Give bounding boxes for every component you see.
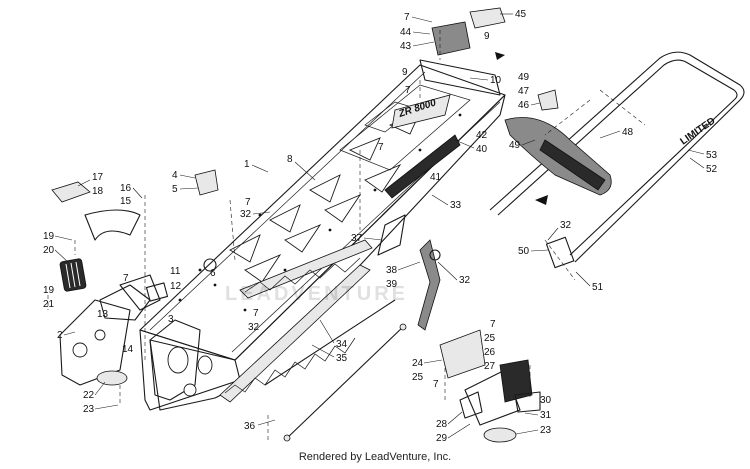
callout-29: 29: [436, 433, 448, 444]
callout-3: 3: [168, 314, 174, 325]
snow-flap: [504, 89, 612, 196]
callout-44: 44: [400, 27, 412, 38]
callout-22: 22: [83, 390, 95, 401]
callout-51: 51: [592, 282, 604, 293]
callout-48: 48: [622, 127, 634, 138]
callout-12: 12: [170, 281, 182, 292]
direction-arrows: [495, 52, 548, 205]
callout-18: 18: [92, 186, 104, 197]
callout-46: 46: [518, 100, 530, 111]
callout-23-a: 23: [83, 404, 95, 415]
callout-35: 35: [336, 353, 348, 364]
callout-10: 10: [490, 75, 502, 86]
callout-53: 53: [706, 150, 718, 161]
callout-23-b: 23: [540, 425, 552, 436]
callout-50: 50: [518, 246, 530, 257]
callout-13: 13: [97, 309, 109, 320]
callout-30: 30: [540, 395, 552, 406]
callout-19-a: 19: [43, 231, 55, 242]
callout-15: 15: [120, 196, 132, 207]
right-side-rail: [377, 214, 441, 331]
callout-11: 11: [170, 266, 181, 277]
callout-45: 45: [515, 9, 527, 20]
callout-27: 27: [484, 361, 496, 372]
callout-17: 17: [92, 172, 104, 183]
callout-6: 6: [210, 268, 216, 279]
callout-37: 37: [351, 233, 363, 244]
callout-28: 28: [436, 419, 448, 430]
bumper-hardware: [544, 236, 576, 281]
callout-21: 21: [43, 299, 55, 310]
callout-19-b: 19: [43, 285, 55, 296]
callout-9-top: 9: [484, 31, 490, 42]
callout-16: 16: [120, 183, 132, 194]
callout-36: 36: [244, 421, 256, 432]
callout-41: 41: [430, 172, 442, 183]
front-bracket-group: [51, 169, 219, 386]
callout-7-h: 7: [433, 379, 439, 390]
rear-lower-parts: [439, 329, 541, 443]
callout-14: 14: [122, 344, 134, 355]
callout-24: 24: [412, 358, 424, 369]
callout-26: 26: [484, 347, 496, 358]
footer-credit: Rendered by LeadVenture, Inc.: [298, 451, 452, 463]
callout-32-c: 32: [459, 275, 471, 286]
side-decal: [384, 134, 461, 199]
callout-4: 4: [172, 170, 178, 181]
callout-9-b: 9: [402, 67, 408, 78]
rear-hitch: [419, 7, 506, 96]
callout-49-b: 49: [509, 140, 521, 151]
callout-49-a: 49: [518, 72, 530, 83]
tunnel-assembly: [139, 64, 506, 411]
callout-32-b: 32: [248, 322, 260, 333]
callout-39: 39: [386, 279, 398, 290]
callout-1: 1: [244, 159, 250, 170]
rail-decal-text: LIMITED: [678, 116, 717, 148]
watermark: LEADVENTURE: [225, 283, 409, 305]
callout-7-c: 7: [378, 142, 384, 153]
callout-2: 2: [57, 330, 63, 341]
callout-38: 38: [386, 265, 398, 276]
callout-7-b: 7: [405, 85, 411, 96]
callout-32-a: 32: [240, 209, 252, 220]
callout-31: 31: [540, 410, 552, 421]
tunnel-decal: ZR 8000: [391, 94, 451, 129]
callout-43: 43: [400, 41, 412, 52]
callout-42: 42: [476, 130, 488, 141]
callout-labels: 1 2 3 4 5 6 7 7 7 7 7 7 7 7 8 9 9 10 11 …: [43, 9, 718, 444]
callout-8: 8: [287, 154, 293, 165]
callout-20: 20: [43, 245, 55, 256]
callout-7-f: 7: [253, 308, 259, 319]
callout-25-a: 25: [484, 333, 496, 344]
callout-7-top: 7: [404, 12, 410, 23]
callout-32-d: 32: [560, 220, 572, 231]
cross-shaft: [264, 299, 407, 442]
callout-47: 47: [518, 86, 530, 97]
callout-34: 34: [336, 339, 348, 350]
slide-rail-right: [239, 239, 373, 299]
callout-52: 52: [706, 164, 718, 175]
callout-25-b: 25: [412, 372, 424, 383]
callout-7-g: 7: [490, 319, 496, 330]
alignment-lines: [47, 30, 646, 440]
callout-40: 40: [476, 144, 488, 155]
callout-7-e: 7: [123, 273, 129, 284]
callout-5: 5: [172, 184, 178, 195]
callout-7-d: 7: [245, 197, 251, 208]
slide-rail-left: [219, 264, 371, 403]
callout-33: 33: [450, 200, 462, 211]
